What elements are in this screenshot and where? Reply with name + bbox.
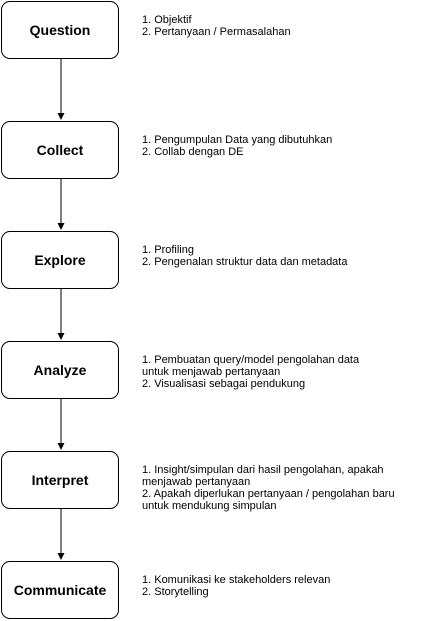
step-box-collect: Collect [1,121,119,179]
flow-arrow-icon [57,179,65,230]
step-box-communicate: Communicate [1,561,119,619]
step-title-interpret: Interpret [31,472,89,488]
note-line: 1. Komunikasi ke stakeholders relevan [142,574,331,586]
note-line: 2. Collab dengan DE [142,146,244,158]
step-title-analyze: Analyze [33,362,87,378]
step-title-communicate: Communicate [13,582,107,598]
step-title-question: Question [29,22,91,38]
note-line: 1. Pengumpulan Data yang dibutuhkan [142,134,333,146]
note-line: 1. Profiling [142,244,194,256]
note-line: 2. Storytelling [142,586,209,598]
step-title-collect: Collect [36,142,84,158]
step-notes-interpret: 1. Insight/simpulan dari hasil pengolaha… [142,464,432,512]
flow-arrow-icon [57,289,65,340]
note-line: 2. Pengenalan struktur data dan metadata [142,256,348,268]
step-notes-analyze: 1. Pembuatan query/model pengolahan data… [142,354,432,390]
note-line: 2. Pertanyaan / Permasalahan [142,26,291,38]
step-box-question: Question [1,1,119,59]
note-line: menjawab pertanyaan [142,476,251,488]
step-box-interpret: Interpret [1,451,119,509]
flow-arrow-icon [57,509,65,560]
flow-arrow-icon [57,59,65,120]
note-line: 2. Apakah diperlukan pertanyaan / pengol… [142,488,395,500]
note-line: untuk menjawab pertanyaan [142,366,281,378]
note-line: untuk mendukung simpulan [142,500,277,512]
note-line: 1. Objektif [142,14,192,26]
note-line: 1. Pembuatan query/model pengolahan data [142,354,360,366]
step-title-explore: Explore [34,252,86,268]
flow-arrow-icon [57,399,65,450]
note-line: 1. Insight/simpulan dari hasil pengolaha… [142,464,384,476]
step-box-explore: Explore [1,231,119,289]
note-line: 2. Visualisasi sebagai pendukung [142,378,306,390]
step-box-analyze: Analyze [1,341,119,399]
